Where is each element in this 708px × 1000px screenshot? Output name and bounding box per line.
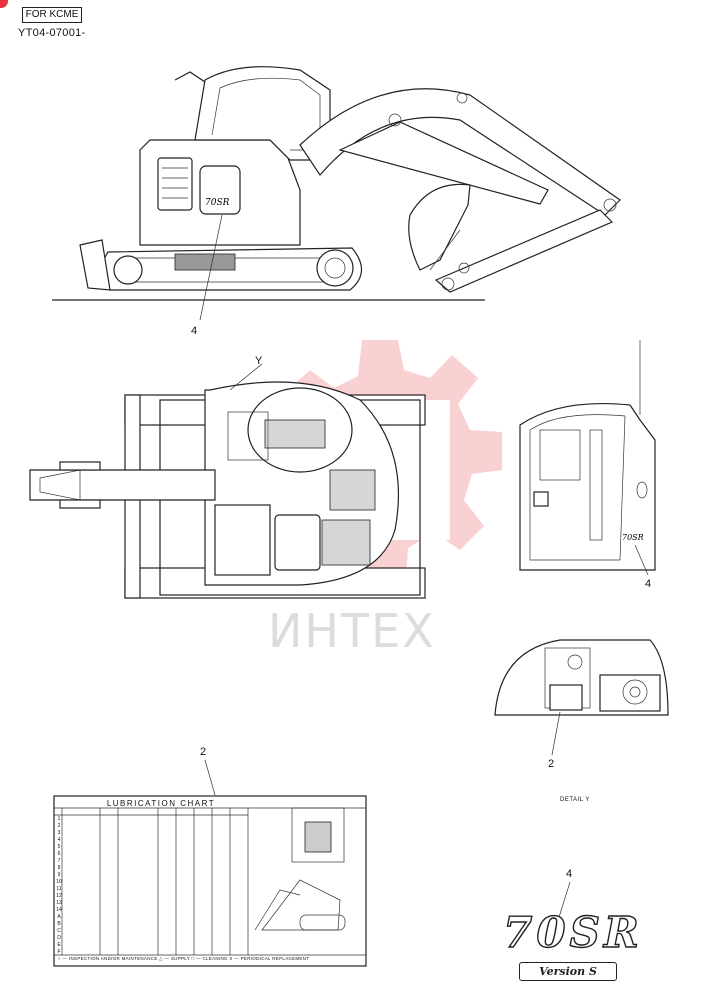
chart-row-number: D (57, 935, 61, 941)
side-view-callout: 4 (191, 325, 198, 337)
detail-label: DETAIL Y (560, 797, 590, 803)
chart-row-number: 5 (57, 844, 61, 850)
model-logo: 70SR (502, 907, 643, 957)
chart-row-number: C (57, 928, 61, 934)
logo-callout: 4 (566, 868, 573, 880)
chart-row-number: A (57, 914, 61, 920)
chart-row-number: E (57, 942, 61, 948)
detail-view-callout: 2 (548, 758, 555, 770)
chart-row-number: 2 (57, 823, 61, 829)
svg-text:70SR: 70SR (622, 533, 644, 542)
chart-callout: 2 (200, 746, 207, 758)
chart-row-number: 6 (57, 851, 61, 857)
chart-row-number: 3 (57, 830, 61, 836)
watermark-text: ИНТЕХ (268, 604, 436, 658)
version-logo: Version S (519, 962, 617, 981)
chart-row-number: 13 (56, 900, 62, 906)
chart-row-number: 14 (56, 907, 62, 913)
chart-row-number: 11 (56, 886, 62, 892)
chart-row-number: 12 (56, 893, 62, 899)
corner-mark (0, 0, 8, 8)
reference-code: YT04-07001- (18, 27, 86, 39)
chart-footer: ○ — INSPECTION AND/OR MAINTENANCE △ — SU… (58, 956, 310, 961)
chart-row-number: 7 (57, 858, 61, 864)
chart-title: LUBRICATION CHART (106, 799, 216, 808)
svg-text:70SR: 70SR (205, 198, 230, 208)
chart-row-number: 9 (57, 872, 61, 878)
chart-row-number: B (57, 921, 61, 927)
chart-row-number: F (57, 949, 61, 955)
chart-row-number: 10 (56, 879, 62, 885)
chart-row-number: 8 (57, 865, 61, 871)
chart-row-number: 1 (57, 816, 61, 822)
market-stamp: FOR KCME (22, 7, 82, 23)
chart-row-number: 4 (57, 837, 61, 843)
cab-view-callout: 4 (645, 578, 652, 590)
detail-marker-callout: Y (255, 355, 263, 367)
